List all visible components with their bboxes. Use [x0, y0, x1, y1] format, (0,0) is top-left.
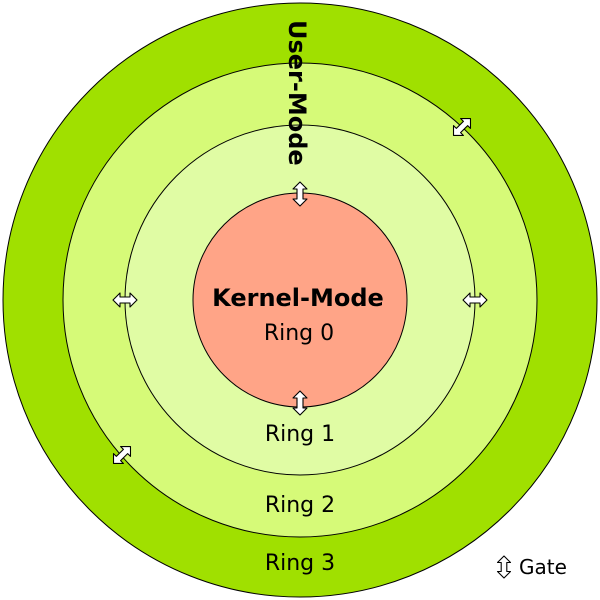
legend-gate-label: Gate — [519, 555, 567, 579]
ring-0-label: Ring 0 — [264, 321, 334, 346]
gate-ring1-left-icon — [112, 292, 138, 308]
gate-ring0-top-icon — [292, 181, 308, 207]
kernel-mode-label: Kernel-Mode — [212, 284, 384, 312]
gate-ring2-lower-left-icon — [112, 445, 132, 465]
ring-2-label: Ring 2 — [265, 493, 335, 518]
user-mode-label: User-Mode — [283, 20, 311, 166]
gate-ring1-right-icon — [462, 292, 488, 308]
gate-ring0-bottom-icon — [292, 390, 308, 416]
gate-ring2-upper-right-icon — [452, 117, 472, 137]
ring-1-label: Ring 1 — [265, 422, 335, 447]
ring-3-label: Ring 3 — [265, 551, 335, 576]
legend: Gate — [496, 555, 567, 579]
gate-legend-icon — [496, 555, 512, 579]
